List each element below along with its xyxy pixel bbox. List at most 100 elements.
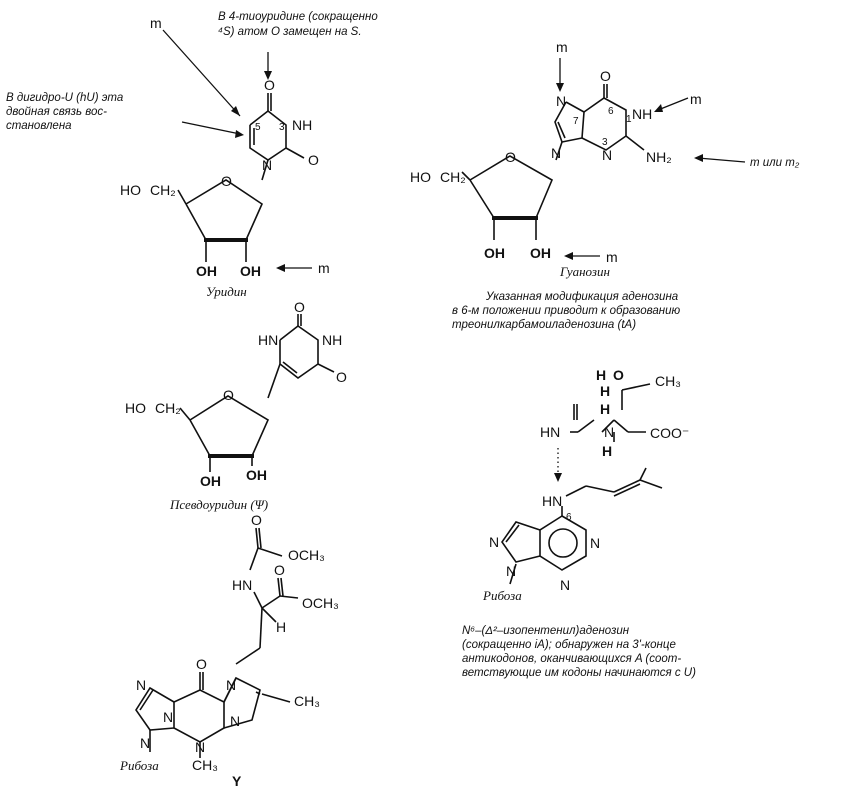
y-side-chain1 [259, 607, 263, 649]
uridine-s4-note-line1: В 4-тиоуридине (сокращенно [218, 11, 378, 23]
guanosine-ho: HO [410, 169, 431, 185]
isopentenyl-note-line3: антикодонов, оканчивающихся A (соот- [462, 653, 681, 665]
guanosine-num-6: 6 [608, 106, 614, 117]
guanosine-structure: N 7 O 6 1 NH N N 3 NH₂ HO CH₂ O OH OH Гу… [410, 39, 800, 331]
y-hn: HN [232, 577, 252, 593]
guanosine-ribose-ring [469, 155, 554, 219]
y-co1-bond2 [258, 527, 262, 549]
pseudouridine-structure: O HN NH O HO CH₂ O OH OH Псевдоуридин (Ψ… [125, 299, 347, 512]
guanosine-ta-note-line2: в 6-м положении приводит к образованию [452, 305, 681, 317]
pseudouridine-ribose [189, 395, 270, 457]
threonyl-n: N [604, 424, 614, 440]
threonyl-o-top: O [613, 367, 624, 383]
pseudouridine-ho: HO [125, 400, 146, 416]
threonyl-h-oh: H [600, 383, 610, 399]
uridine-c2-o-bond [285, 147, 305, 159]
y-ribose-caption: Рибоза [119, 758, 159, 773]
threonyl-ch3-bond [621, 383, 651, 391]
isopentenyl-chain-3 [613, 479, 641, 493]
pseudouridine-caption: Псевдоуридин (Ψ) [169, 497, 268, 512]
threonyl-h-top: H [596, 367, 606, 383]
y-imidazole-left-double [139, 689, 154, 711]
y-ester2-bond [279, 595, 299, 599]
guanosine-arrow-nh [657, 97, 689, 111]
uridine-ch2: CH₂ [150, 182, 176, 198]
guanosine-m-n7: m [556, 39, 568, 55]
uridine-oh2: OH [240, 263, 261, 279]
y-co1-bond [255, 527, 259, 549]
y-o-ring: O [196, 656, 207, 672]
isopentenyl-note-line1: N⁶–(Δ²–изопентенил)аденозин [462, 625, 630, 637]
uridine-ho: HO [120, 182, 141, 198]
threonyl-coo: COO⁻ [650, 425, 689, 441]
isopentenyl-n9: N [506, 563, 516, 579]
guanosine-n7: N [556, 93, 566, 109]
y-side-chain2 [235, 647, 261, 665]
guanosine-arrow-oh-head [564, 252, 573, 260]
uridine-arrow-oh-head [276, 264, 285, 272]
uridine-s4-note-line2: ⁴S) атом O замещен на S. [218, 26, 362, 38]
uridine-arrow-hu [181, 121, 241, 135]
guanosine-m-nh: m [690, 91, 702, 107]
uridine-hu-note-line2: двойная связь вос- [6, 106, 107, 118]
guanosine-c5-bond [461, 171, 471, 181]
isopentenyl-hn: HN [542, 493, 562, 509]
y-imidazole-right [223, 676, 261, 729]
uridine-ribose-ring [185, 179, 264, 241]
uridine-hu-note-line1: В дигидро-U (hU) эта [6, 92, 123, 104]
pseudouridine-oh2: OH [246, 467, 267, 483]
y-o-mid: O [274, 562, 285, 578]
uridine-n1: N [262, 157, 272, 173]
y-n-right: N [230, 713, 240, 729]
isopentenyl-chain-5 [639, 467, 647, 481]
guanosine-num-3: 3 [602, 137, 608, 148]
y-co2-bond2 [280, 577, 284, 597]
uridine-glycosidic-bond [261, 159, 269, 181]
isopentenyl-chain-3b [613, 483, 641, 497]
y-n-mid: N [163, 709, 173, 725]
threonyl-h-left: H [600, 401, 610, 417]
y-n9: N [140, 735, 150, 751]
guanosine-n3: N [602, 147, 612, 163]
isopentenyl-5ring-double [505, 524, 520, 543]
isopentenyl-structure: HN 6 N N N N Рибоза N⁶–(Δ²–изопентенил)а… [462, 467, 696, 679]
guanosine-arrow-nh-head [654, 104, 663, 112]
guanosine-oh1: OH [484, 245, 505, 261]
isopentenyl-chain-4 [639, 479, 663, 489]
threonyl-structure: H O H CH₃ H HN N H COO⁻ [540, 367, 689, 482]
pseudouridine-hn: HN [258, 332, 278, 348]
y-h-bond [261, 607, 277, 623]
uridine-arrow-s4-head [264, 71, 272, 80]
y-imidazole-left [135, 686, 175, 731]
y-ester1-bond [257, 547, 283, 557]
uridine-arrow-hu-head [235, 130, 244, 138]
guanosine-m-oh: m [606, 249, 618, 265]
guanosine-m-nh2: m или m₂ [750, 157, 800, 169]
isopentenyl-n-bottom: N [560, 577, 570, 593]
uridine-num-3: 3 [279, 122, 285, 133]
pseudouridine-oh1: OH [200, 473, 221, 489]
isopentenyl-n-left: N [489, 534, 499, 550]
uridine-oh1: OH [196, 263, 217, 279]
y-n-bottom: N [195, 739, 205, 755]
uridine-num-5: 5 [255, 122, 261, 133]
uridine-o-right: O [308, 152, 319, 168]
isopentenyl-purine-5ring [501, 521, 541, 563]
y-o-top: O [251, 512, 262, 528]
y-ch3-bottom: CH₃ [192, 757, 218, 773]
threonyl-bond-1 [577, 419, 595, 433]
uridine-m-top: m [150, 15, 162, 31]
isopentenyl-purine-6ring [539, 515, 587, 571]
guanosine-ch2: CH₂ [440, 169, 466, 185]
isopentenyl-note-line2: (сокращенно iA); обнаружен на 3'-конце [462, 639, 676, 651]
uridine-o-top: O [264, 77, 275, 93]
guanosine-n9: N [551, 145, 561, 161]
pseudouridine-o-ring: O [223, 387, 234, 403]
y-ch3-right: CH₃ [294, 693, 320, 709]
threonyl-bond-3 [601, 419, 615, 433]
guanosine-arrow-n7-head [556, 83, 564, 92]
isopentenyl-aromatic [548, 528, 578, 558]
guanosine-oh2: OH [530, 245, 551, 261]
